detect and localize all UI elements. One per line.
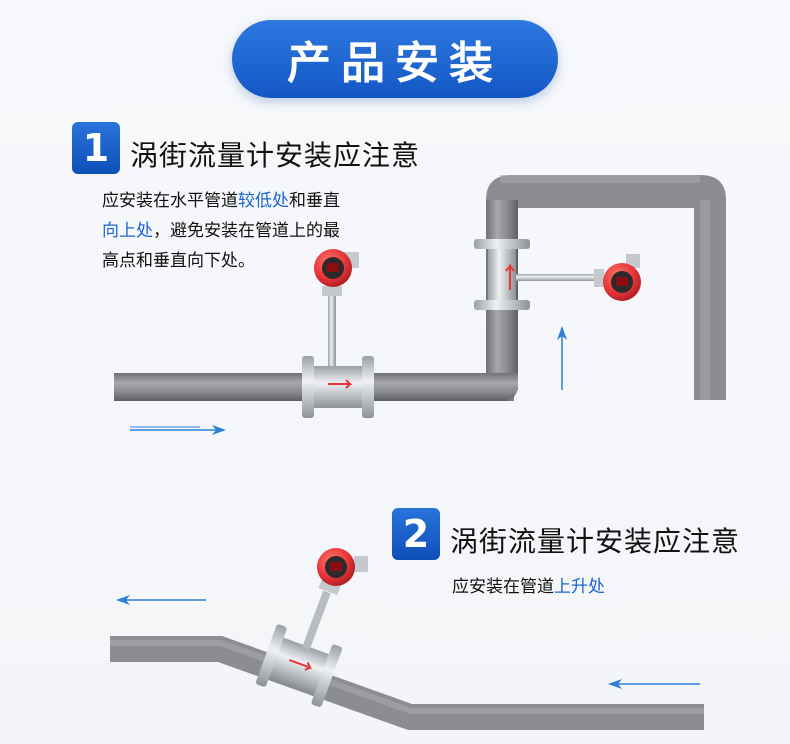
flowmeter-sloped [256, 624, 343, 707]
page-title: 产品安装 [232, 20, 558, 98]
section-1-description: 应安装在水平管道较低处和垂直 向上处，避免安装在管道上的最 高点和垂直向下处。 [102, 186, 402, 276]
desc-text: 应安装在管道 [452, 577, 554, 597]
desc-highlight: 上升处 [554, 577, 605, 597]
desc-text: ，避免安装在管道上的最 [153, 221, 340, 241]
section-1-number-badge: 1 [72, 122, 120, 174]
desc-text: 应安装在水平管道 [102, 191, 238, 211]
diagram-2-pipeline [110, 548, 704, 730]
diagram-1-pipeline [114, 175, 726, 435]
flowmeter-horizontal [302, 249, 374, 418]
section-1-desc-line-1: 应安装在水平管道较低处和垂直 [102, 186, 402, 216]
section-2-number-badge: 2 [392, 508, 440, 560]
desc-text: 和垂直 [289, 191, 340, 211]
section-2-heading: 涡街流量计安装应注意 [450, 525, 741, 558]
section-2-description: 应安装在管道上升处 [452, 572, 605, 602]
desc-highlight: 较低处 [238, 191, 289, 211]
desc-highlight: 向上处 [102, 221, 153, 241]
sloped-pipe [110, 636, 704, 730]
flowmeter-vertical [474, 239, 641, 310]
section-1-desc-line-3: 高点和垂直向下处。 [102, 251, 255, 271]
section-1-heading: 涡街流量计安装应注意 [130, 139, 421, 172]
section-1-desc-line-2: 向上处，避免安装在管道上的最 [102, 216, 402, 246]
